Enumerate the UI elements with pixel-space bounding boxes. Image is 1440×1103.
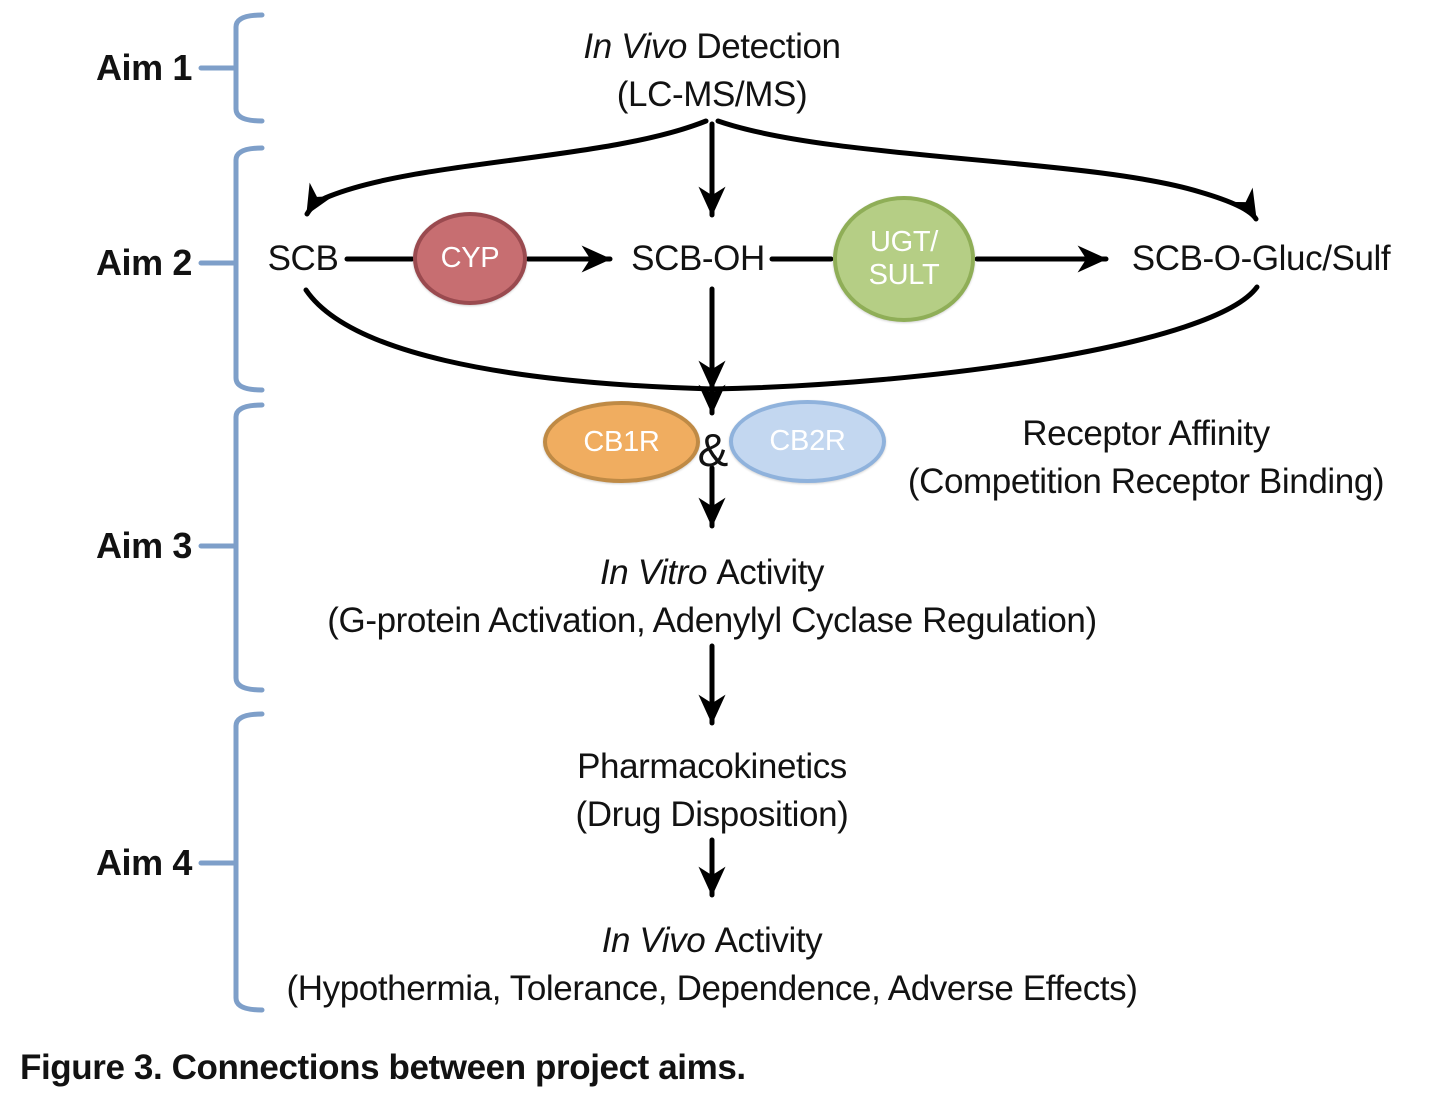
aim1-bracket (198, 12, 265, 124)
curve-detection-to-scb (304, 118, 709, 217)
invivo-activity-rest: Activity (705, 921, 823, 960)
invivo-activity-title: In Vivo Activity (286, 917, 1137, 965)
invivo-detection-rest: Detection (686, 27, 841, 66)
pharmacokinetics-method: (Drug Disposition) (575, 795, 849, 834)
curve-gluc-to-receptors (709, 284, 1260, 392)
receptor-affinity-title: Receptor Affinity (1022, 414, 1270, 453)
scb-oh-label: SCB-OH (631, 239, 765, 278)
receptor-affinity-node: Receptor Affinity (Competition Receptor … (907, 410, 1385, 506)
invivo-activity-italic: In Vivo (601, 921, 706, 960)
aim3-bracket (198, 402, 265, 693)
invitro-activity-method: (G-protein Activation, Adenylyl Cyclase … (327, 601, 1097, 640)
receptor-affinity-method: (Competition Receptor Binding) (907, 462, 1385, 501)
scb-o-gluc-sulf-label: SCB-O-Gluc/Sulf (1131, 239, 1391, 278)
ugt-label: UGT/ (869, 226, 939, 258)
curve-detection-to-gluc (715, 118, 1259, 222)
invitro-activity-italic: In Vitro (599, 553, 708, 592)
cb1r-ellipse: CB1R (543, 401, 700, 483)
invitro-activity-title: In Vitro Activity (327, 549, 1096, 597)
flow-arrows (303, 118, 1260, 898)
aim4-label: Aim 4 (95, 842, 192, 883)
aim1-label: Aim 1 (95, 47, 192, 88)
invivo-activity-node: In Vivo Activity (Hypothermia, Tolerance… (286, 917, 1137, 1013)
invivo-detection-italic: In Vivo (583, 27, 687, 66)
invitro-activity-rest: Activity (707, 553, 825, 592)
figure-caption: Figure 3. Connections between project ai… (20, 1048, 746, 1087)
scb-label: SCB (267, 239, 339, 278)
invivo-detection-method: (LC-MS/MS) (616, 75, 808, 114)
invivo-activity-method: (Hypothermia, Tolerance, Dependence, Adv… (286, 969, 1138, 1008)
cb2r-ellipse: CB2R (729, 400, 886, 483)
invitro-activity-node: In Vitro Activity (G-protein Activation,… (327, 549, 1097, 645)
invivo-detection-node: In Vivo Detection (LC-MS/MS) (583, 23, 841, 119)
aim-brackets (198, 12, 265, 1013)
sult-label: SULT (868, 259, 940, 291)
aim4-bracket (198, 711, 265, 1013)
pharmacokinetics-title: Pharmacokinetics (577, 747, 847, 786)
cyp-label: CYP (440, 242, 500, 274)
ampersand-label: & (697, 424, 729, 476)
cyp-ellipse: CYP (413, 212, 527, 305)
aim3-label: Aim 3 (95, 525, 192, 566)
pharmacokinetics-node: Pharmacokinetics (Drug Disposition) (576, 743, 849, 839)
cb2r-label: CB2R (769, 425, 846, 457)
ugt-sult-ellipse: UGT/ SULT (833, 196, 975, 322)
aim2-label: Aim 2 (95, 242, 192, 283)
curve-scb-to-receptors (303, 287, 715, 392)
invivo-detection-title: In Vivo Detection (583, 23, 841, 71)
aim2-bracket (198, 145, 265, 393)
cb1r-label: CB1R (583, 425, 660, 458)
